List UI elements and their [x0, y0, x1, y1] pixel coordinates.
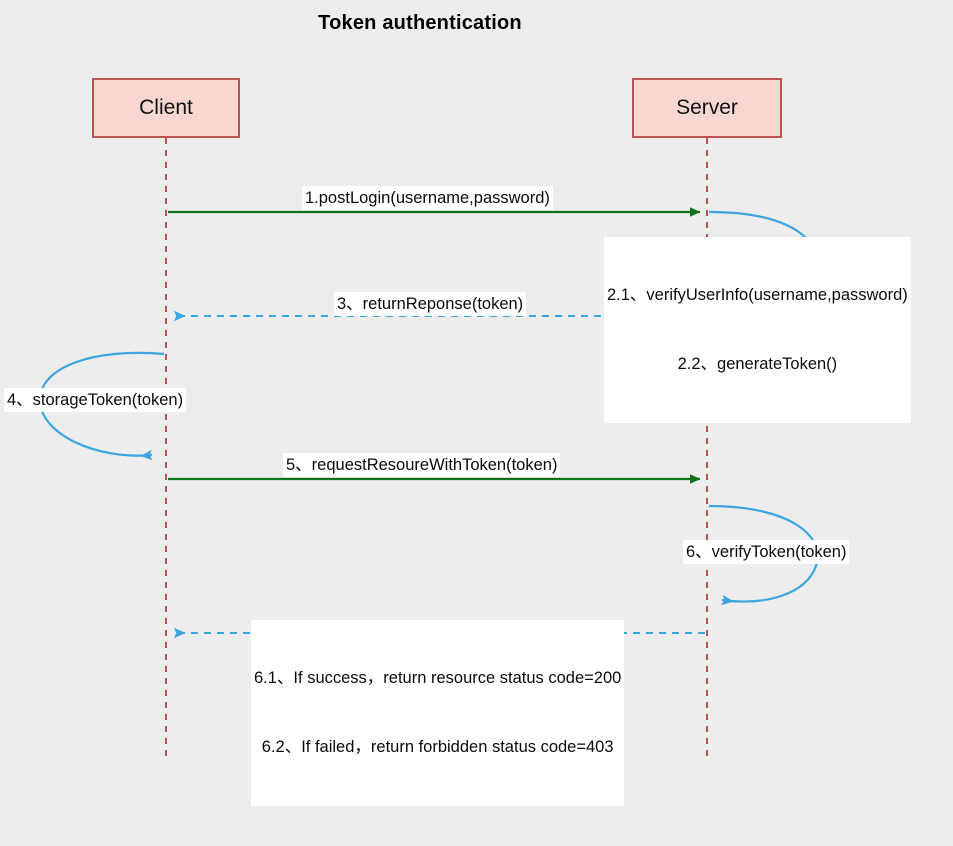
message-label-4: 4、storageToken(token)	[4, 388, 187, 412]
message-label-2-line1: 2.1、verifyUserInfo(username,password)	[607, 286, 908, 304]
message-label-6-1: 6.1、If success，return resource status co…	[251, 620, 625, 806]
message-label-6-1-line1: 6.1、If success，return resource status co…	[254, 669, 622, 687]
message-label-1: 1.postLogin(username,password)	[302, 186, 553, 210]
message-label-3: 3、returnReponse(token)	[334, 292, 527, 316]
message-label-5: 5、requestResoureWithToken(token)	[283, 453, 561, 477]
participant-client[interactable]: Client	[92, 78, 240, 138]
message-label-2: 2.1、verifyUserInfo(username,password) 2.…	[604, 237, 911, 423]
participant-server[interactable]: Server	[632, 78, 782, 138]
self-loop-arrow-6	[708, 504, 819, 606]
message-label-6-2-line2: 6.2、If failed，return forbidden status co…	[261, 738, 614, 756]
message-label-6: 6、verifyToken(token)	[683, 540, 850, 564]
message-label-2-line2: 2.2、generateToken()	[677, 355, 838, 373]
participant-client-label: Client	[139, 96, 193, 119]
page-title: Token authentication	[318, 12, 522, 34]
participant-server-label: Server	[676, 96, 738, 119]
